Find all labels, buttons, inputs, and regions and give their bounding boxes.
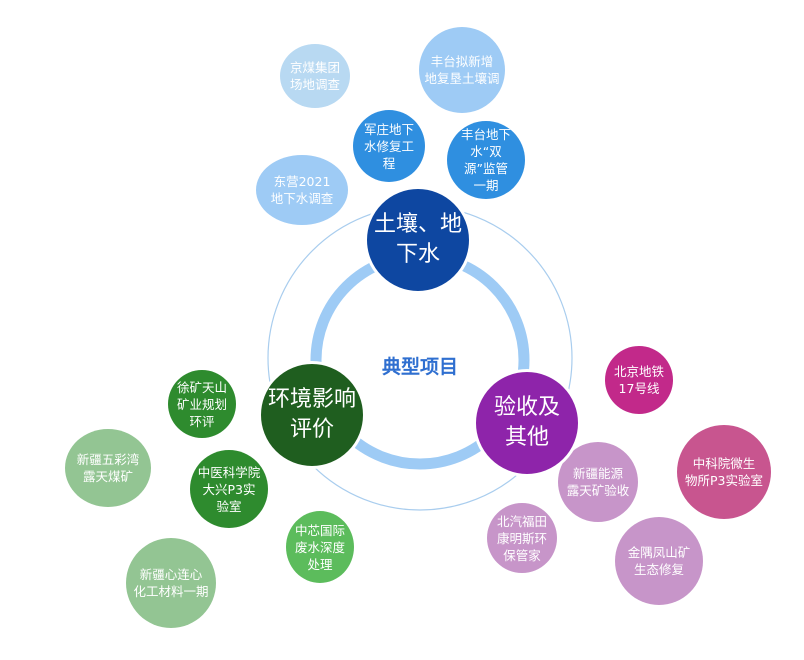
- project-bubble: 徐矿天山矿业规划环评: [168, 370, 236, 438]
- project-bubble: 丰台地下水“双源”监管一期: [447, 121, 525, 199]
- project-bubble-line: 化工材料一期: [133, 584, 209, 599]
- category-bubble-line: 土壤、地: [373, 212, 462, 237]
- project-bubble: 京煤集团场地调查: [280, 44, 350, 108]
- project-bubble-line: 京煤集团: [289, 60, 340, 75]
- project-bubble-line: 一期: [473, 178, 499, 193]
- project-bubble-line: 源”监管: [464, 161, 508, 176]
- project-bubble-line: 环评: [189, 413, 215, 429]
- project-bubble: 北京地铁 17号线: [605, 346, 673, 414]
- category-bubble: 环境影响评价: [258, 361, 366, 469]
- project-bubble-line: 新疆五彩湾: [76, 452, 140, 467]
- project-bubble-line: 军庄地下: [363, 121, 414, 137]
- project-bubble-line: 新疆能源: [572, 466, 623, 481]
- project-bubble-line: 程: [382, 155, 396, 171]
- project-bubble-line: 地复垦土壤调: [424, 71, 500, 86]
- center-title: 典型项目: [381, 356, 458, 378]
- project-bubble-line: 康明斯环: [496, 530, 547, 546]
- project-bubble-line: 徐矿天山: [176, 379, 227, 395]
- project-bubble: 金隅凤山矿生态修复: [615, 517, 703, 605]
- project-bubble-line: 中芯国际: [294, 522, 345, 538]
- project-bubble-line: 生态修复: [633, 562, 684, 577]
- project-bubble-line: 地下水调查: [270, 191, 334, 206]
- project-bubble-line: 露天煤矿: [82, 469, 133, 484]
- project-bubble-line: 验室: [216, 498, 242, 514]
- category-bubble-line: 环境影响: [267, 387, 356, 412]
- project-bubble: 丰台拟新增地复垦土壤调: [419, 27, 505, 113]
- project-bubble-line: 新疆心连心: [139, 567, 203, 582]
- project-bubble-line: 废水深度: [294, 539, 345, 555]
- project-bubble: 东营2021 地下水调查: [256, 155, 348, 225]
- project-bubble: 新疆能源露天矿验收: [558, 442, 638, 522]
- project-bubble-line: 露天矿验收: [566, 483, 630, 498]
- category-bubble: 验收及其他: [473, 369, 581, 477]
- category-bubble-line: 评价: [289, 417, 334, 442]
- project-bubble-line: 水修复工: [363, 138, 414, 154]
- project-bubble-line: 物所P3实验室: [685, 473, 763, 488]
- project-bubble-line: 金隅凤山矿: [627, 545, 691, 560]
- project-bubble: 中科院微生物所P3实验室: [677, 425, 771, 519]
- project-bubble-line: 丰台拟新增: [430, 54, 494, 69]
- project-bubble-line: 场地调查: [289, 77, 340, 92]
- project-bubble-line: 17号线: [618, 381, 660, 396]
- project-bubble: 军庄地下水修复工程: [353, 110, 425, 182]
- project-bubble-line: 中医科学院: [197, 464, 261, 480]
- category-bubble-line: 下水: [395, 242, 440, 267]
- project-bubble: 中医科学院大兴P3实验室: [190, 450, 268, 528]
- category-bubble-line: 验收及: [493, 395, 560, 420]
- project-bubble: 北汽福田康明斯环保管家: [487, 503, 557, 573]
- project-bubble-line: 中科院微生: [692, 456, 756, 471]
- project-bubble: 新疆五彩湾露天煤矿: [65, 429, 151, 507]
- project-bubble: 新疆心连心化工材料一期: [126, 538, 216, 628]
- project-bubble-line: 矿业规划: [176, 396, 227, 412]
- project-bubble: 中芯国际废水深度处理: [286, 511, 354, 583]
- project-bubble-line: 北汽福田: [496, 513, 547, 529]
- project-bubble-line: 大兴P3实: [202, 481, 256, 497]
- category-bubble-line: 其他: [504, 425, 549, 450]
- project-bubble-line: 保管家: [503, 547, 541, 563]
- project-bubble-line: 处理: [307, 556, 333, 572]
- project-bubble-line: 东营2021: [273, 174, 331, 189]
- project-bubble-line: 北京地铁: [613, 364, 664, 379]
- category-bubble: 土壤、地下水: [364, 186, 472, 294]
- project-bubble-line: 水“双: [470, 144, 502, 159]
- project-bubble-line: 丰台地下: [460, 127, 511, 142]
